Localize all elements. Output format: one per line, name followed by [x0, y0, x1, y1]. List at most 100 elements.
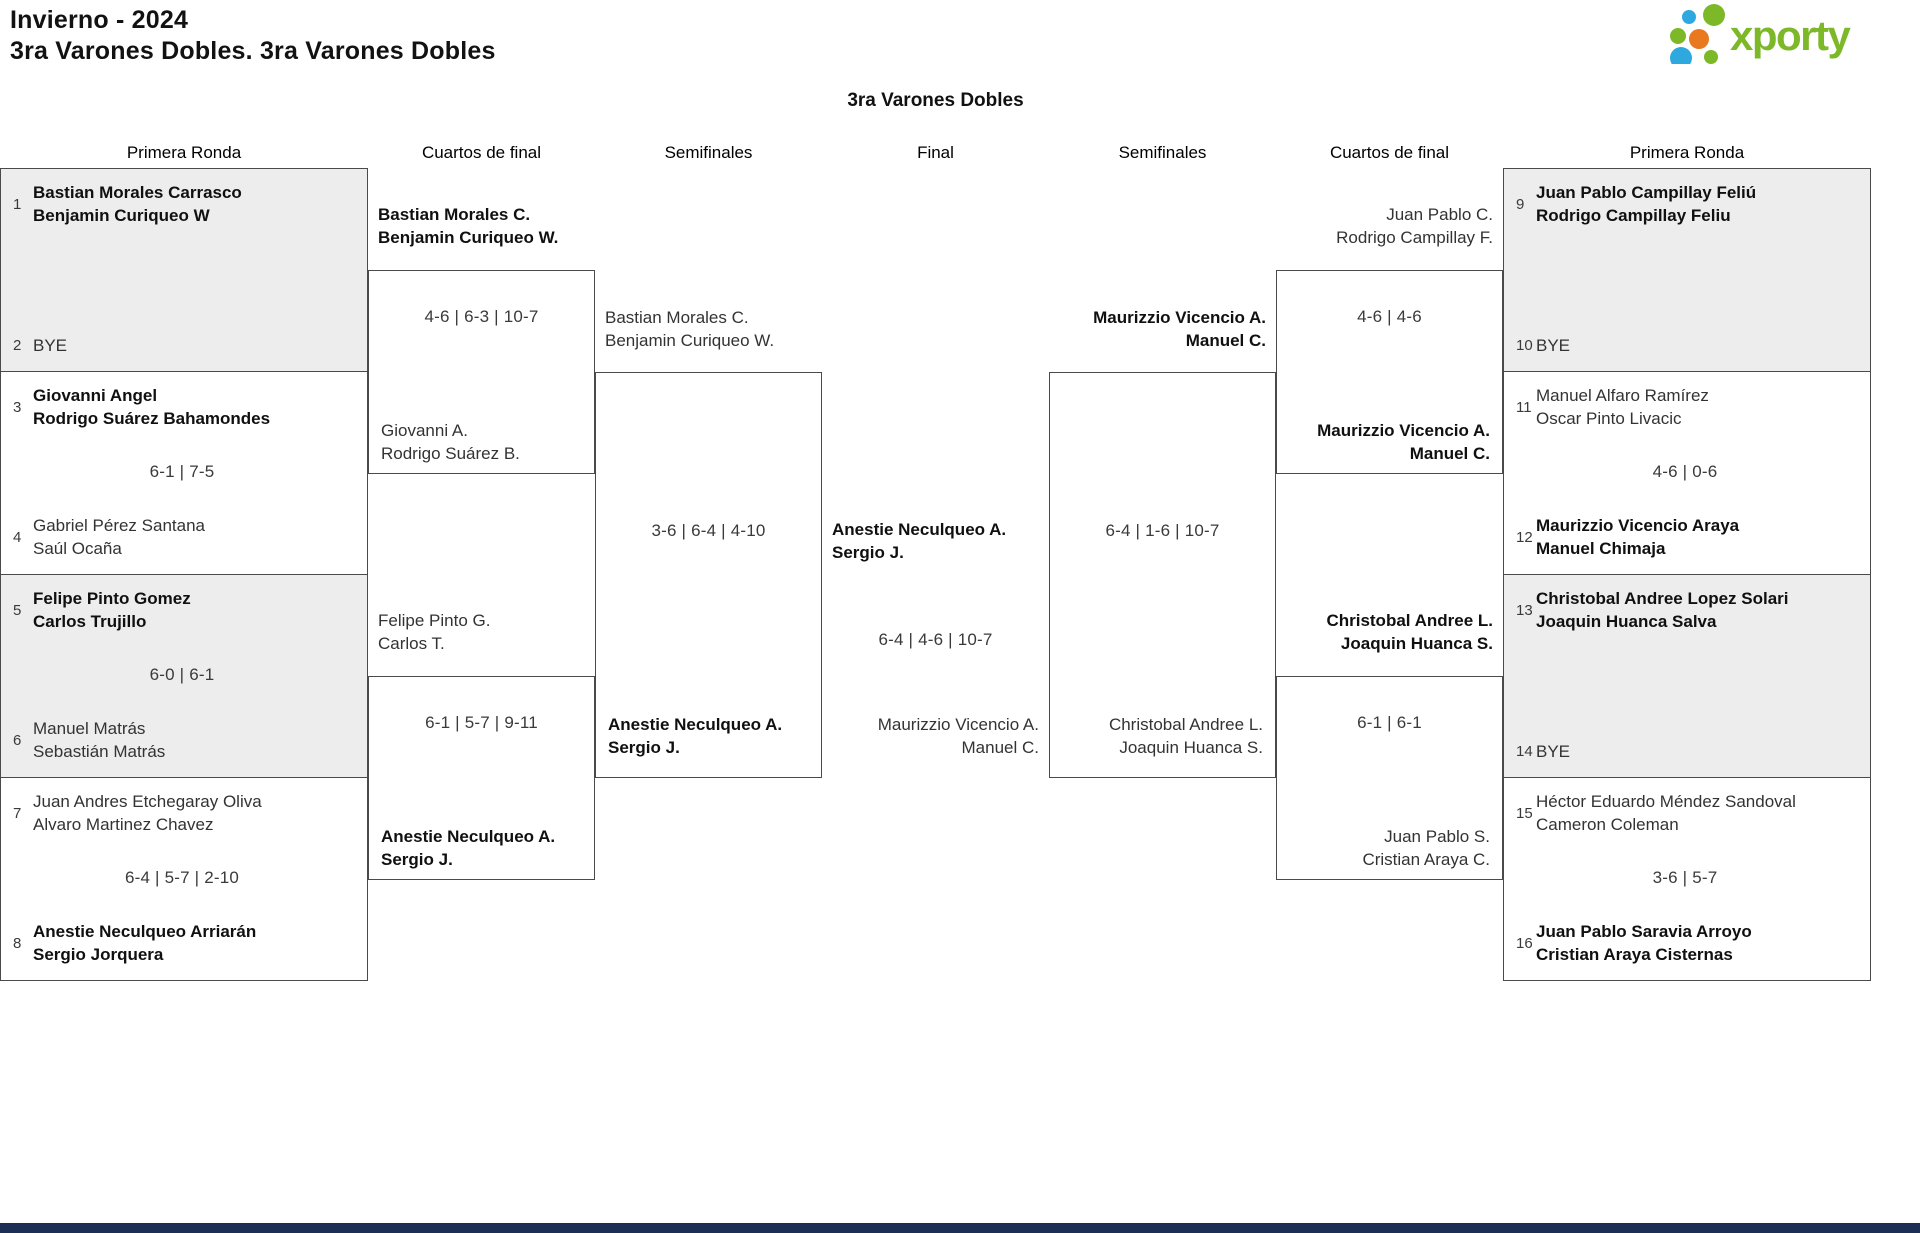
match-score: 6-1 | 6-1 [1357, 713, 1422, 732]
match-score: 6-4 | 5-7 | 2-10 [124, 868, 240, 887]
qf-right-1-winner: Maurizzio Vicencio A.Manuel C. [1317, 421, 1490, 463]
final-score: 6-4 | 4-6 | 10-7 [878, 630, 993, 649]
seed-number: 15 [1516, 804, 1533, 822]
qf-left-1-box: 4-6 | 6-3 | 10-7 Giovanni A.Rodrigo Suár… [368, 270, 595, 474]
team-entry: 2 BYE [7, 334, 357, 357]
sf-left-winner: Anestie Neculqueo A.Sergio J. [608, 715, 783, 757]
team-names: BYE [33, 336, 68, 355]
seed-number: 16 [1516, 934, 1533, 952]
footer-bar [0, 1223, 1920, 1233]
match-score: 6-4 | 1-6 | 10-7 [1105, 521, 1220, 540]
round-header-cuartos-right: Cuartos de final [1329, 143, 1450, 162]
sf-right-box: 6-4 | 1-6 | 10-7 Christobal Andree L.Joa… [1049, 372, 1276, 778]
qf-right-1-top-team: Juan Pablo C.Rodrigo Campillay F. [1336, 205, 1493, 247]
xporty-logo[interactable]: xporty [1666, 2, 1872, 69]
qf-right-2-winner-top: Christobal Andree L.Joaquin Huanca S. [1326, 611, 1493, 653]
qf-left-1-loser: Giovanni A.Rodrigo Suárez B. [381, 421, 520, 463]
match-score: 4-6 | 0-6 [1652, 462, 1718, 481]
qf-left-2-box: 6-1 | 5-7 | 9-11 Anestie Neculqueo A.Ser… [368, 676, 595, 880]
round-header-cuartos-left: Cuartos de final [421, 143, 542, 162]
round-header-final: Final [917, 143, 954, 162]
team-entry: 10 BYE [1510, 334, 1860, 357]
qf-left-1-winner: Bastian Morales C.Benjamin Curiqueo W. [378, 205, 559, 247]
seed-number: 5 [13, 601, 22, 619]
sf-left-box: 3-6 | 6-4 | 4-10 Anestie Neculqueo A.Ser… [595, 372, 822, 778]
seed-number: 9 [1516, 195, 1525, 213]
sf-right-bottom-team: Christobal Andree L.Joaquin Huanca S. [1108, 715, 1263, 757]
seed-number: 1 [13, 195, 22, 213]
match-score: 6-1 | 5-7 | 9-11 [425, 713, 538, 732]
xporty-logo-graphic: xporty [1670, 4, 1853, 69]
match-score: 6-1 | 7-5 [149, 462, 215, 481]
seed-number: 11 [1516, 398, 1532, 416]
qf-left-2-winner: Anestie Neculqueo A.Sergio J. [381, 827, 556, 869]
seed-number: 2 [13, 337, 22, 354]
match-score: 4-6 | 6-3 | 10-7 [424, 307, 539, 326]
match-score: 4-6 | 4-6 [1357, 307, 1422, 326]
seed-number: 12 [1516, 528, 1533, 546]
qf-right-2-box: 6-1 | 6-1 Juan Pablo S.Cristian Araya C. [1276, 676, 1503, 880]
seed-number: 8 [13, 934, 22, 952]
final-bottom-team: Maurizzio Vicencio A.Manuel C. [877, 715, 1039, 757]
round-header-primera-ronda-right: Primera Ronda [1629, 143, 1745, 162]
category-title: 3ra Varones Dobles. 3ra Varones Dobles [10, 37, 496, 65]
final-top-team: Anestie Neculqueo A.Sergio J. [832, 520, 1007, 562]
seed-number: 7 [13, 804, 22, 822]
seed-number: 13 [1516, 601, 1533, 619]
sf-right-winner-top: Maurizzio Vicencio A.Manuel C. [1093, 308, 1266, 350]
seed-number: 4 [13, 528, 22, 546]
match-score: 3-6 | 5-7 [1652, 868, 1718, 887]
sf-left-top-team: Bastian Morales C.Benjamin Curiqueo W. [605, 308, 775, 350]
qf-right-2-loser: Juan Pablo S.Cristian Araya C. [1362, 827, 1490, 869]
qf-left-2-top-team: Felipe Pinto G.Carlos T. [378, 611, 491, 653]
team-entry: 14 BYE [1510, 740, 1860, 763]
round-header-primera-ronda-left: Primera Ronda [126, 143, 242, 162]
bracket-title: 3ra Varones Dobles [847, 90, 1024, 111]
match-score: 3-6 | 6-4 | 4-10 [651, 521, 766, 540]
qf-right-1-box: 4-6 | 4-6 Maurizzio Vicencio A.Manuel C. [1276, 270, 1503, 474]
tournament-title: Invierno - 2024 [10, 6, 189, 34]
seed-number: 14 [1516, 743, 1533, 760]
team-names: BYE [1536, 336, 1571, 355]
round-header-semifinales-left: Semifinales [664, 143, 753, 162]
team-names: BYE [1536, 742, 1571, 761]
seed-number: 6 [13, 731, 22, 749]
match-score: 6-0 | 6-1 [149, 665, 215, 684]
xporty-logo-text: xporty [1730, 12, 1852, 59]
seed-number: 3 [13, 398, 22, 416]
